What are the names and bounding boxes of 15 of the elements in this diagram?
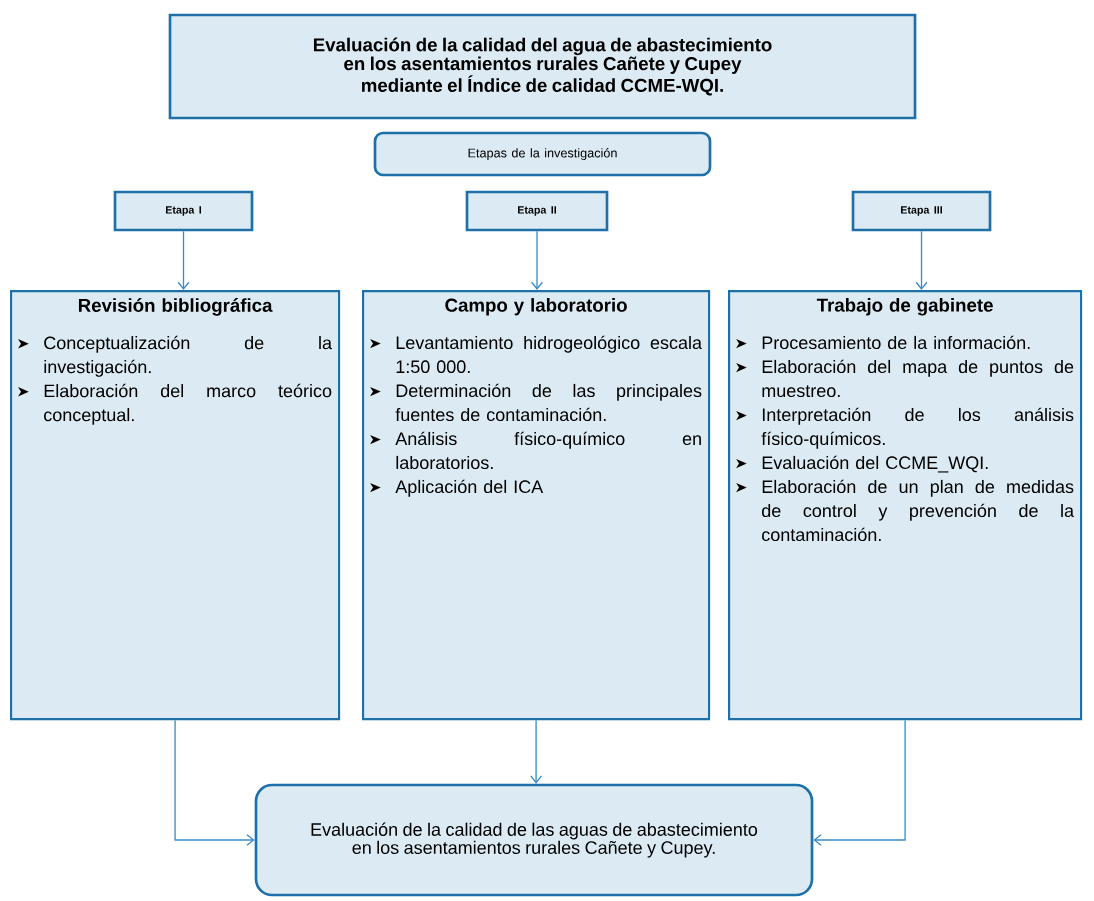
result-box: Evaluación de la calidad de las aguas de abastecimiento en los asentamientos rurales Cañete y Cupey. — [254, 783, 814, 897]
arrow — [530, 719, 543, 784]
stage-box: Revisión bibliográfica Conceptualización de la investigación. Elaboración del marco teórico conceptual. — [10, 290, 341, 721]
rounded-box: Etapas de la investigación — [373, 131, 712, 177]
arrow — [177, 230, 190, 290]
title-box: Evaluación de la calidad del agua de abastecimiento en los asentamientos rurales Cañete y Cupey mediante el Índice de calidad CCME-WQI. — [168, 13, 917, 120]
arrow — [174, 719, 255, 846]
stage-label-box: Etapa II — [465, 190, 609, 232]
stage-box: Trabajo de gabinete Procesamiento de la información. Elaboración del mapa de puntos de muestreo. Interpretación de los análisis físico-químicos. Evaluación del CCME_WQI. Elaboración de un plan de medidas de control y prevención de la contaminación. — [728, 290, 1083, 721]
stage-label-box: Etapa I — [113, 190, 254, 232]
stage-label-box: Etapa III — [851, 190, 992, 232]
arrow — [813, 719, 906, 846]
arrow — [531, 230, 543, 290]
arrow — [915, 230, 928, 290]
stage-box: Campo y laboratorio Levantamiento hidrogeológico escala 1:50 000. Determinación de las principales fuentes de contaminación. Análisis físico-químico en laboratorios. Aplicación del ICA — [362, 290, 711, 721]
